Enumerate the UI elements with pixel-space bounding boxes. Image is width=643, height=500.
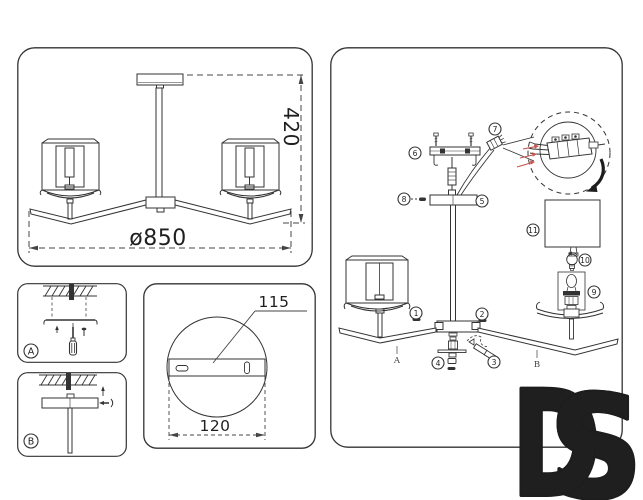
- wire-connector: [486, 134, 506, 151]
- wire-direction-arrows: [516, 144, 539, 168]
- arm-label-b: B: [534, 360, 540, 370]
- screwdriver-icon: [68, 323, 78, 356]
- svg-text:10: 10: [580, 256, 590, 265]
- ceiling-plate: [136, 73, 184, 86]
- stem: [450, 204, 456, 322]
- svg-text:6: 6: [413, 149, 418, 158]
- install-step-b-panel: B: [17, 372, 127, 457]
- canopy-screw: [419, 197, 426, 201]
- logo-letter-s: S: [549, 383, 643, 500]
- step-b-badge: B: [28, 436, 35, 447]
- exploded-drawing: [338, 111, 619, 370]
- left-slot: [175, 365, 189, 372]
- step-a-badge: A: [28, 346, 35, 357]
- canopy-width-label: 120: [199, 417, 230, 435]
- logo-letter-d: D: [511, 383, 601, 500]
- part-callout-1: 1: [409, 306, 423, 320]
- part-callout-10: 10: [578, 253, 592, 267]
- right-shade: [219, 138, 282, 220]
- fastener-hardware: [447, 335, 499, 370]
- right-slot: [244, 361, 250, 374]
- part-callout-5: 5: [475, 194, 489, 208]
- logo-letter-s-overlap: S: [549, 383, 643, 500]
- side-screw: [99, 398, 114, 408]
- hanger-rod: [69, 284, 74, 300]
- part-callout-7: 7: [488, 122, 502, 136]
- ds-logo: S D S: [509, 383, 643, 500]
- center-hub: [434, 320, 481, 333]
- canopy-and-stem: [41, 393, 99, 454]
- svg-text:11: 11: [528, 226, 538, 235]
- center-hub: [145, 196, 176, 209]
- svg-text:7: 7: [493, 125, 498, 134]
- install-step-a-panel: A: [17, 283, 127, 363]
- terminal-block: [527, 133, 606, 160]
- height-dim-label: 420: [279, 107, 303, 147]
- canopy-view-panel: 115 120: [143, 283, 316, 449]
- hub-hardware-stack: [437, 332, 467, 358]
- part-callout-3: 3: [487, 355, 501, 369]
- part-callout-6: 6: [408, 146, 422, 160]
- arm-label-a: A: [393, 356, 401, 366]
- slot-pitch-label: 115: [258, 293, 289, 311]
- svg-text:9: 9: [592, 288, 597, 297]
- svg-text:4: 4: [436, 359, 441, 368]
- right-arm: [477, 327, 619, 356]
- panel-border: [17, 283, 127, 363]
- part-callout-11: 11: [526, 223, 540, 237]
- hanger-rod: [66, 373, 71, 390]
- mounting-bracket: [429, 132, 481, 166]
- chandelier-front-view: [29, 73, 292, 225]
- left-arm: [338, 327, 437, 344]
- left-shade: [39, 138, 102, 220]
- wiring-detail-bubble: [502, 111, 611, 195]
- part-callouts: 1 2 3 4 5 6 7 8 9 10 11: [397, 122, 601, 370]
- alignment-guides: [51, 297, 87, 318]
- rotate-arrow: [586, 158, 605, 192]
- svg-text:5: 5: [480, 197, 485, 206]
- panel-border: [17, 47, 313, 267]
- part-callout-4: 4: [431, 356, 445, 370]
- wire: [460, 149, 495, 196]
- mounting-bracket: [43, 319, 98, 325]
- svg-text:8: 8: [402, 195, 407, 204]
- wire: [456, 146, 492, 196]
- up-arrow: [101, 386, 105, 396]
- screw-up-arrow: [55, 325, 59, 333]
- assembly-panel: A B 1 2 3 4 5 6 7 8 9 10 11: [330, 47, 623, 448]
- slot-pitch-leader: [212, 310, 307, 364]
- part-callout-2: 2: [475, 307, 489, 321]
- part-callout-9: 9: [587, 285, 601, 299]
- height-dimension: [187, 74, 305, 224]
- part-callout-8: 8: [397, 192, 411, 206]
- ceiling-hatch: [39, 374, 97, 386]
- diameter-dimension: [28, 211, 292, 253]
- overview-dimensions-panel: 420 ø850: [17, 47, 313, 267]
- ceiling-canopy: [429, 194, 478, 206]
- diameter-dim-label: ø850: [129, 226, 186, 251]
- socket-assembly: [557, 271, 586, 311]
- canopy-circle: [166, 316, 268, 418]
- step-badge-circle: [23, 433, 39, 449]
- screw-icon: [81, 327, 87, 336]
- step-badge-circle: [23, 343, 39, 359]
- width-dimension: [168, 376, 266, 440]
- stem: [155, 87, 163, 198]
- mounting-bar: [168, 358, 266, 377]
- lampshade: [544, 199, 601, 248]
- bulb: [566, 251, 578, 271]
- svg-text:2: 2: [480, 310, 485, 319]
- right-arm-piece: [535, 301, 605, 340]
- left-shade-assembly: [343, 255, 411, 338]
- svg-text:3: 3: [492, 358, 497, 367]
- svg-text:1: 1: [414, 309, 419, 318]
